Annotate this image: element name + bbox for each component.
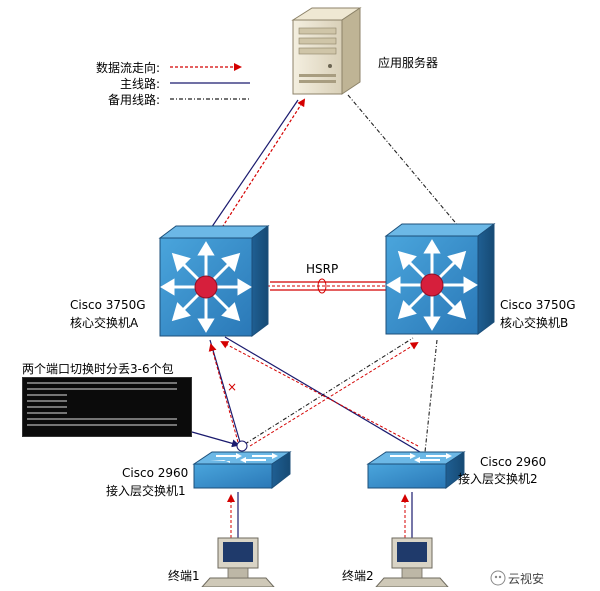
core-switch-a-icon: [158, 225, 270, 337]
ping-console-screenshot: [22, 377, 192, 437]
link-core-a-access-1: [209, 339, 241, 443]
terminal-2-label: 终端2: [342, 569, 374, 583]
console-output-line: [27, 400, 67, 402]
flow-access-1-to-core-a-failed: [208, 343, 239, 443]
flow-access-1-to-core-b: [249, 341, 419, 447]
flow-access-2-to-core-a: [220, 341, 419, 447]
terminal-1-label: 终端1: [168, 569, 200, 583]
access-1-model: Cisco 2960: [122, 466, 189, 480]
core-b-model: Cisco 3750G: [500, 298, 576, 312]
console-output-line: [27, 406, 67, 408]
core-switch-b-icon: [384, 223, 496, 335]
packet-loss-note: 两个端口切换时分丢3-6个包: [22, 362, 174, 376]
console-output-line: [27, 418, 177, 420]
link-server-core-b: [347, 94, 466, 235]
access-2-model: Cisco 2960: [480, 455, 547, 469]
link-core-b-access-1: [244, 337, 414, 445]
failover-port-icon: [236, 440, 248, 452]
access-switch-2-icon: [366, 451, 466, 490]
console-output-line: [27, 388, 177, 390]
hsrp-label: HSRP: [306, 262, 339, 276]
access-2-role: 接入层交换机2: [458, 472, 538, 486]
link-core-b-access-2: [424, 339, 438, 453]
legend-main-link-label: 主线路:: [119, 77, 160, 91]
legend: [170, 63, 250, 100]
access-1-role: 接入层交换机1: [106, 484, 186, 498]
watermark-text: 云视安: [508, 572, 545, 586]
server-icon: [291, 7, 362, 95]
links: ×: [191, 94, 466, 540]
access-switch-1-icon: [192, 451, 292, 490]
console-output-line: [27, 412, 67, 414]
packet-loss-pointer: [191, 431, 240, 448]
console-output-line: [27, 382, 177, 384]
core-b-role: 核心交换机B: [500, 316, 569, 330]
watermark-logo-icon: [490, 570, 506, 586]
terminal-2-icon: [374, 537, 450, 588]
flow-core-a-to-server: [213, 98, 306, 241]
server-label: 应用服务器: [378, 56, 439, 70]
link-core-a-access-2: [224, 336, 421, 453]
console-output-line: [27, 424, 177, 426]
core-a-role: 核心交换机A: [70, 316, 139, 330]
link-failure-mark: ×: [227, 380, 237, 394]
legend-data-flow-label: 数据流走向:: [95, 61, 160, 75]
core-a-model: Cisco 3750G: [70, 298, 146, 312]
terminal-1-icon: [200, 537, 276, 588]
console-output-line: [27, 394, 67, 396]
link-server-core-a: [204, 99, 299, 238]
legend-backup-link-label: 备用线路:: [107, 93, 160, 107]
